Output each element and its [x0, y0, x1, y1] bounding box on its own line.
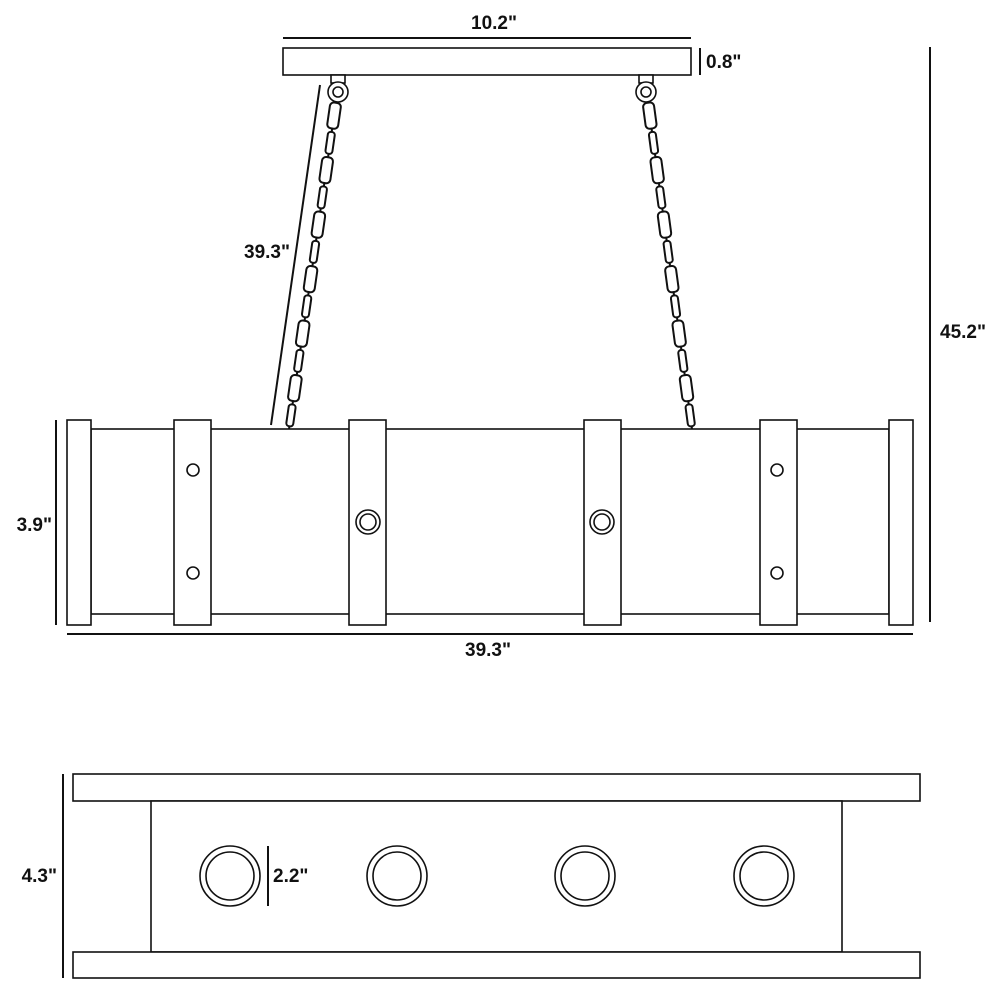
chain-link — [287, 374, 303, 403]
chain-link — [294, 319, 311, 348]
chain-link — [647, 130, 660, 155]
chain-length-label: 39.3" — [244, 242, 290, 263]
fixture-body-front — [66, 419, 914, 626]
chain-link — [285, 403, 297, 428]
chain-link — [318, 156, 334, 185]
chain-link — [671, 319, 687, 348]
chain-link — [662, 239, 674, 264]
chain-link — [655, 185, 667, 210]
chain-link — [677, 348, 689, 373]
chain-link — [310, 210, 327, 239]
chain-right — [642, 101, 696, 430]
overall-height-label: 45.2" — [940, 322, 986, 343]
chain-link — [302, 265, 319, 294]
body-length-label: 39.3" — [465, 640, 511, 661]
chain-link — [656, 210, 673, 239]
chain-left — [285, 101, 342, 430]
chain-link — [649, 156, 665, 185]
chain-mount-left — [327, 74, 349, 103]
canopy — [282, 37, 701, 76]
chain-link — [326, 101, 342, 130]
chain-link — [664, 265, 680, 294]
socket-diameter-label: 2.2" — [273, 866, 308, 887]
fixture-bottom-view — [72, 773, 921, 979]
chain-link — [308, 239, 321, 264]
body-height-label: 3.9" — [17, 515, 52, 536]
chain-link — [684, 403, 696, 428]
chain-link — [300, 294, 313, 319]
bottom-height-label: 4.3" — [22, 866, 57, 887]
chain-mount-right — [635, 74, 657, 103]
canopy-height-label: 0.8" — [706, 52, 741, 73]
canopy-width-label: 10.2" — [471, 13, 517, 34]
chain-link — [293, 348, 305, 373]
chain-link — [316, 185, 328, 210]
chain-link — [678, 374, 695, 403]
chain-link — [669, 294, 682, 319]
chain-link — [642, 101, 658, 130]
chain-link — [324, 130, 336, 155]
chain-length-line — [270, 84, 321, 426]
